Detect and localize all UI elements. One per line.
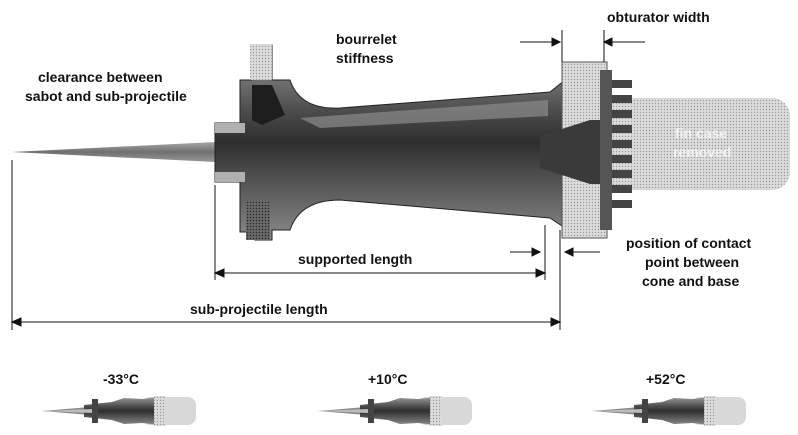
obturator-width-label: obturator width	[607, 9, 710, 25]
clearance-zone	[252, 85, 285, 125]
sabot-taper-highlight	[300, 100, 548, 128]
mini-round-cold	[42, 396, 196, 426]
fin-case-label-line2: removed	[673, 144, 731, 160]
cone-inner	[540, 120, 600, 184]
clearance-label-line2: sabot and sub-projectile	[25, 88, 187, 104]
clearance-label-line1: clearance between	[38, 69, 163, 85]
obturator-grooves	[600, 70, 632, 230]
dimension-lines	[10, 30, 645, 330]
bourrelet-label-line2: stiffness	[336, 50, 394, 66]
bourrelet-ring-top	[250, 44, 272, 80]
temperature-label-hot: +52°C	[646, 371, 685, 387]
mini-round-hot	[592, 396, 746, 426]
bourrelet-ring-bottom	[246, 200, 270, 240]
temperature-variants: -33°C +10°C +52°C	[42, 371, 746, 426]
subprojectile-length-label: sub-projectile length	[190, 301, 328, 317]
fin-case-label-line1: fin case	[675, 125, 727, 141]
temperature-label-ambient: +10°C	[368, 371, 407, 387]
contact-label-line2: point between	[645, 254, 739, 270]
bourrelet-label-line1: bourrelet	[336, 31, 397, 47]
main-round	[12, 44, 790, 241]
mini-round-ambient	[318, 396, 472, 426]
sabot-scoop-bottom	[215, 172, 245, 182]
fin-case-removed-area	[605, 98, 790, 190]
sabot-scoop	[215, 123, 245, 133]
contact-label-line1: position of contact	[626, 235, 752, 251]
temperature-label-cold: -33°C	[103, 371, 139, 387]
contact-label-line3: cone and base	[642, 273, 739, 289]
supported-length-label: supported length	[298, 251, 412, 267]
